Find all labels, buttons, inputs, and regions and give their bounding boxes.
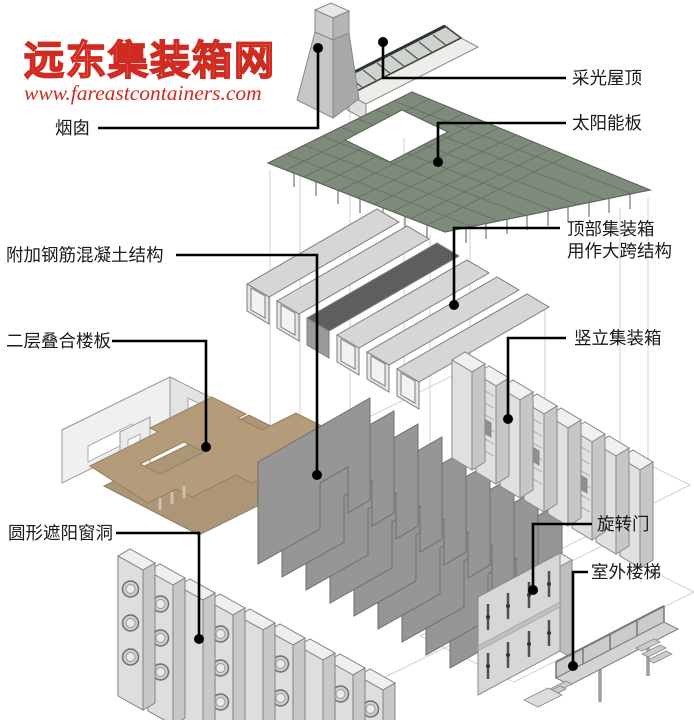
leader-concrete: [176, 253, 319, 475]
vertical-containers-graphic: [451, 351, 654, 569]
leader-lines: [98, 37, 592, 671]
label-outdoor-stairs: 室外楼梯: [591, 562, 661, 582]
leader-floor-slab: [112, 339, 208, 447]
label-solar-panels: 太阳能板: [572, 113, 642, 133]
watermark-site-url: www.fareastcontainers.com: [24, 81, 262, 105]
watermark-site-name: 远东集装箱网: [24, 39, 276, 83]
outdoor-stairs-graphic: [523, 605, 680, 708]
label-floor-slab: 二层叠合楼板: [6, 331, 111, 351]
leader-solar: [436, 121, 566, 162]
leader-chimney: [98, 48, 320, 130]
leader-round-windows: [116, 531, 201, 639]
label-vertical-containers: 竖立集装箱: [574, 328, 662, 348]
label-skylight-roof: 采光屋顶: [572, 68, 642, 88]
round-window-containers-graphic: [116, 548, 397, 720]
label-top-containers-line2: 用作大跨结构: [567, 241, 672, 261]
label-round-window-openings: 圆形遮阳窗洞: [8, 523, 113, 543]
label-revolving-door: 旋转门: [597, 514, 650, 534]
label-chimney: 烟囱: [55, 118, 90, 138]
label-top-containers-line1: 顶部集装箱: [567, 219, 655, 239]
leader-stairs: [571, 570, 588, 666]
leader-top-containers: [452, 226, 560, 305]
top-containers-graphic: [246, 208, 550, 410]
floor-slab-graphic: [60, 376, 346, 536]
label-concrete-structure: 附加钢筋混凝土结构: [6, 245, 164, 265]
chimney-graphic: [296, 2, 360, 119]
leader-revolving-door: [531, 522, 592, 590]
leader-vertical-containers: [506, 336, 566, 419]
leader-skylight: [381, 42, 566, 80]
